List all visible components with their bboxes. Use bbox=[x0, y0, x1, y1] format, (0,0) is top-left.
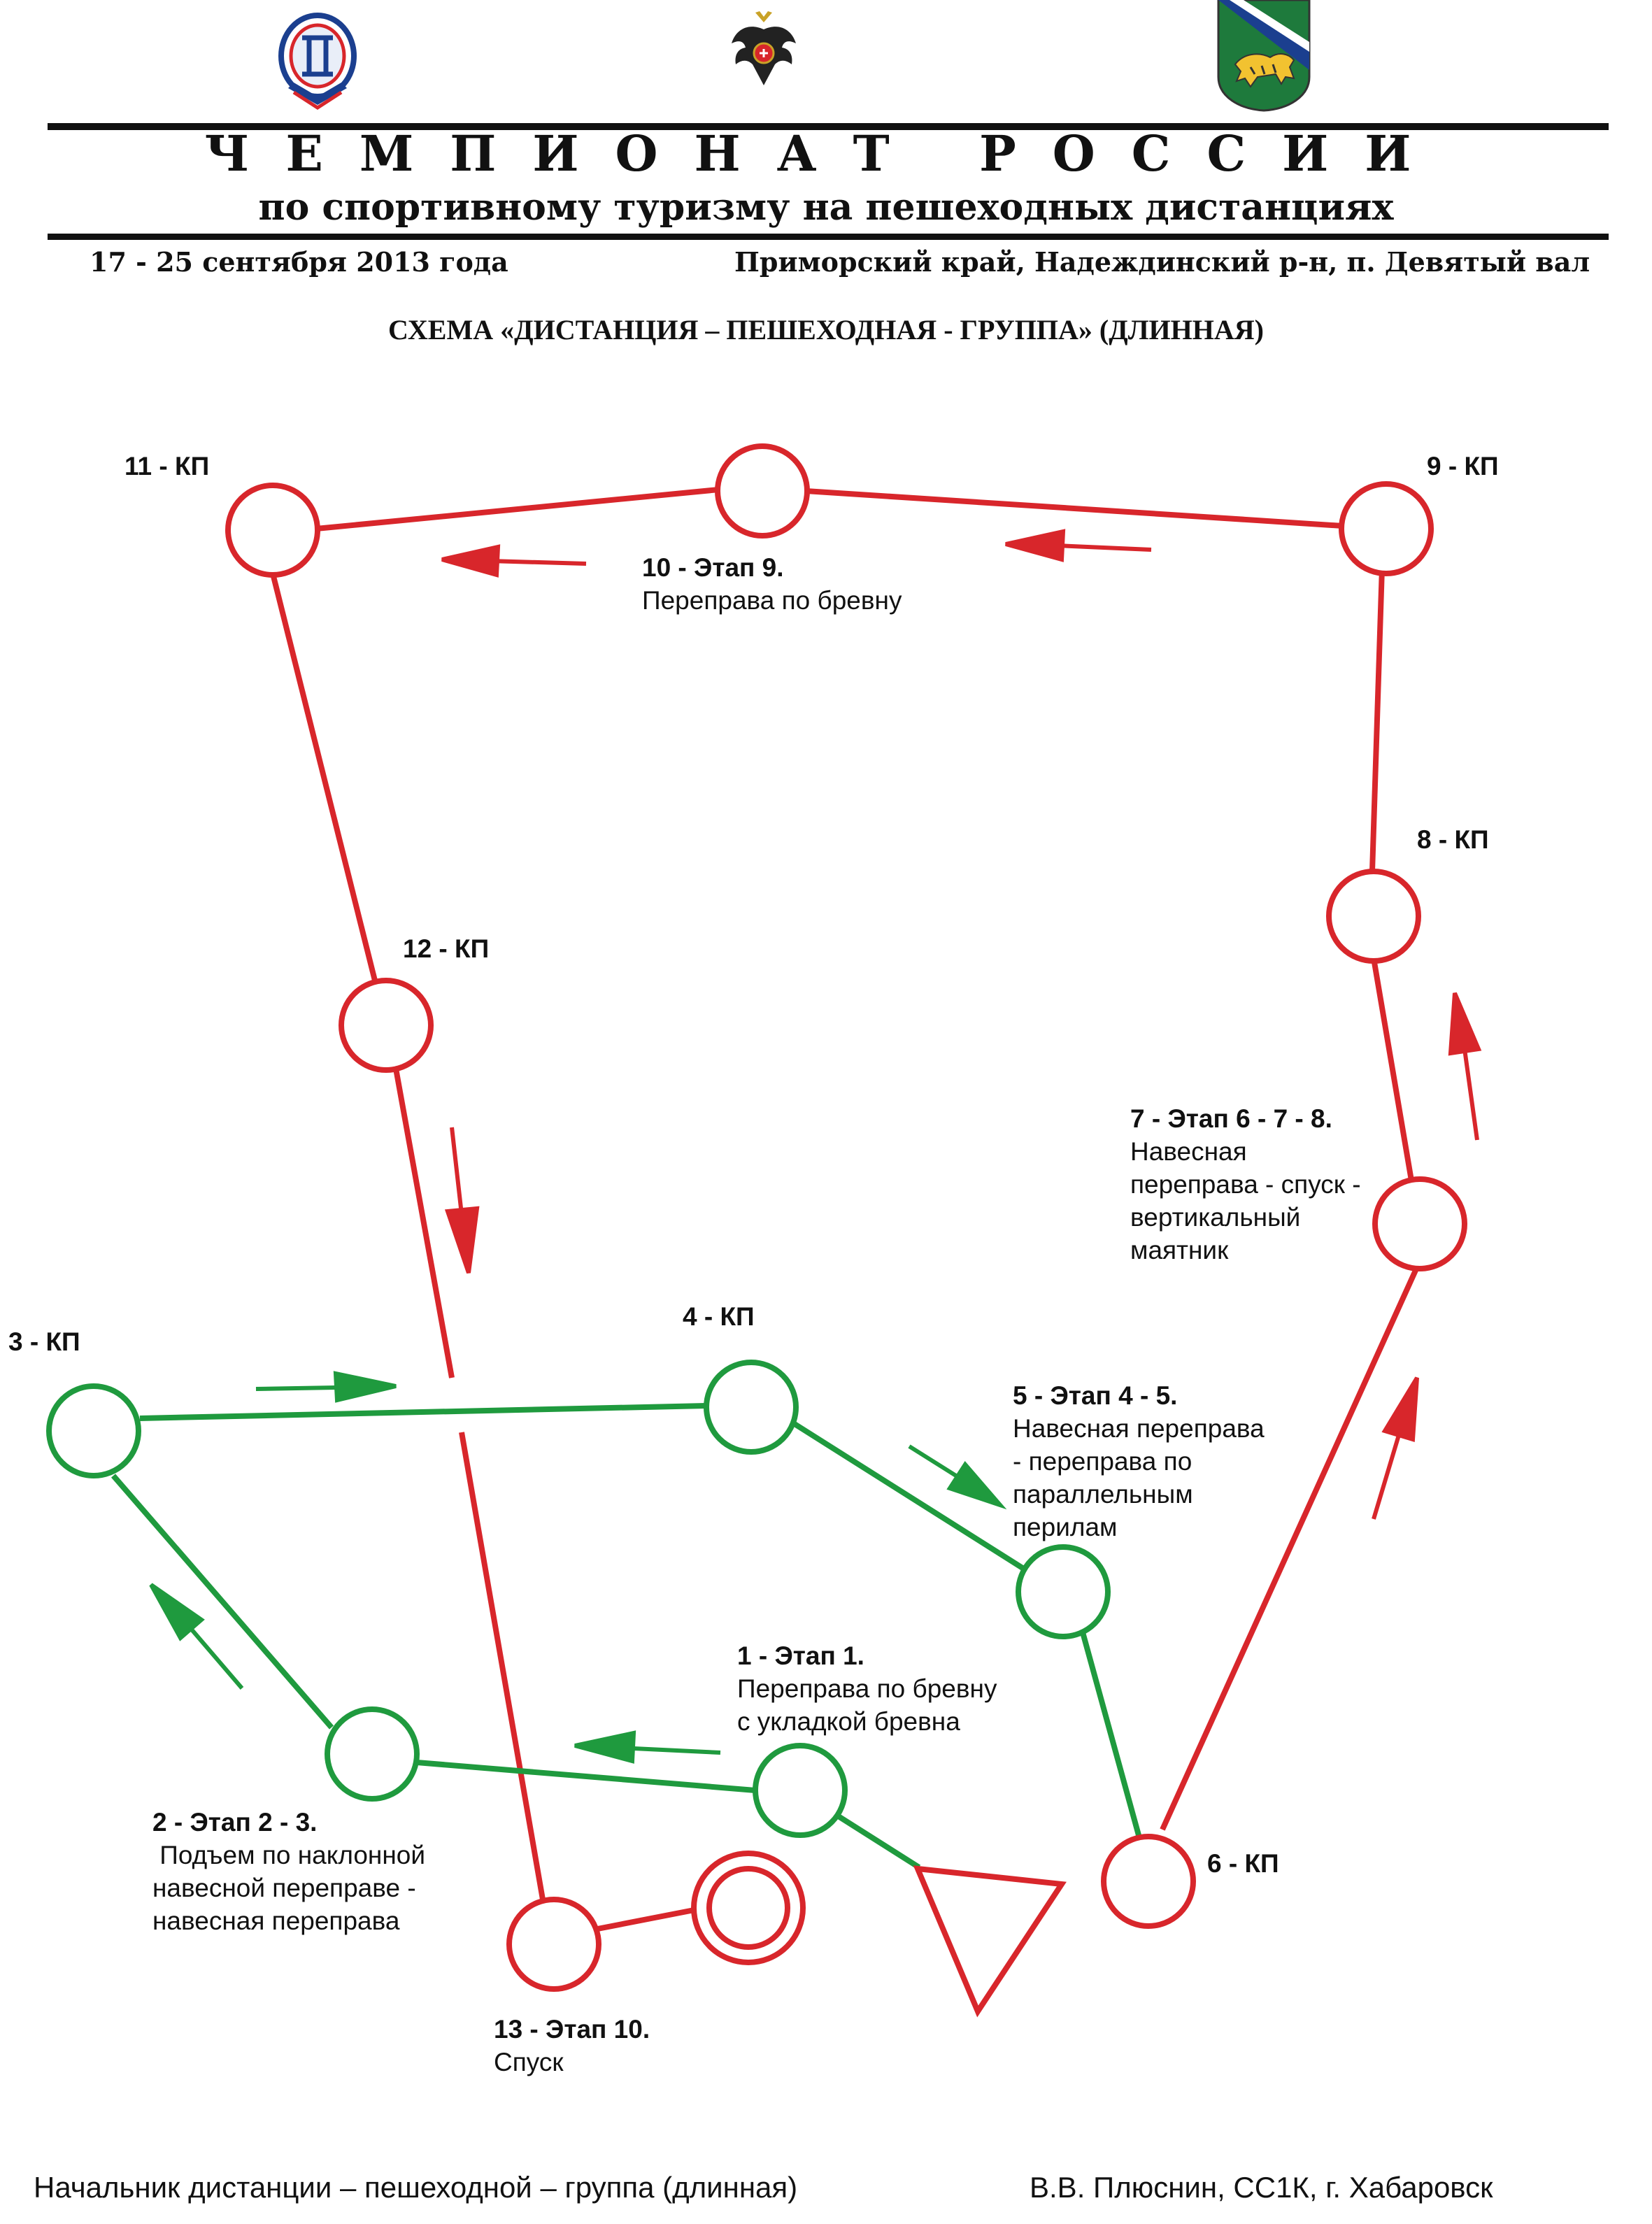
route-segment-cross-13 bbox=[459, 1432, 546, 1900]
control-point-9 bbox=[1339, 481, 1434, 576]
control-point-2 bbox=[325, 1706, 420, 1802]
label-kp11: 11 - КП bbox=[124, 452, 210, 480]
arrow-6-to-7-icon bbox=[1372, 1376, 1419, 1520]
label-stage7: 7 - Этап 6 - 7 - 8. Навесная переправа -… bbox=[1130, 1102, 1361, 1267]
sports-tourism-federation-emblem-icon bbox=[278, 13, 357, 110]
route-segment-8-7 bbox=[1371, 957, 1414, 1181]
label-kp3: 3 - КП bbox=[8, 1327, 80, 1356]
finish-inner-ring bbox=[706, 1866, 790, 1950]
championship-title: ЧЕМПИОНАТ РОССИИ bbox=[204, 124, 1448, 183]
stage10-title: 10 - Этап 9. bbox=[642, 553, 784, 582]
route-segment-2-1 bbox=[416, 1760, 756, 1793]
label-kp12: 12 - КП bbox=[403, 934, 490, 963]
championship-subtitle: по спортивному туризму на пешеходных дис… bbox=[258, 186, 1394, 229]
stage2-title: 2 - Этап 2 - 3. bbox=[152, 1808, 318, 1837]
control-point-13 bbox=[506, 1897, 601, 1992]
stage2-line-3: навесная переправа bbox=[152, 1906, 400, 1935]
stage5-title: 5 - Этап 4 - 5. bbox=[1013, 1381, 1178, 1410]
stage1-line-2: с укладкой бревна bbox=[737, 1707, 960, 1736]
label-kp9: 9 - КП bbox=[1427, 452, 1499, 480]
stage5-line-2: - переправа по bbox=[1013, 1447, 1192, 1476]
control-point-3 bbox=[46, 1383, 141, 1478]
stage5-line-4: перилам bbox=[1013, 1513, 1118, 1541]
route-segment-1-start bbox=[833, 1811, 921, 1870]
label-kp4: 4 - КП bbox=[683, 1302, 755, 1331]
route-segment-4-5 bbox=[792, 1421, 1025, 1571]
label-kp6: 6 - КП bbox=[1207, 1849, 1279, 1878]
footer-distance-head: Начальник дистанции – пешеходной – групп… bbox=[34, 2171, 798, 2204]
stage7-line-1: Навесная bbox=[1130, 1137, 1247, 1166]
stage2-line-1: Подъем по наклонной bbox=[152, 1841, 426, 1869]
stage7-line-3: вертикальный bbox=[1130, 1203, 1301, 1232]
red-route-lines bbox=[270, 487, 1420, 1933]
footer-signature: В.В. Плюснин, СС1К, г. Хабаровск bbox=[1030, 2171, 1493, 2204]
route-segment-11-10 bbox=[315, 487, 720, 532]
arrow-12-down-icon bbox=[444, 1127, 480, 1274]
stage2-line-2: навесной переправе - bbox=[152, 1874, 416, 1902]
arrow-7-to-8-icon bbox=[1448, 992, 1482, 1141]
stage13-title: 13 - Этап 10. bbox=[494, 2015, 650, 2044]
route-diagram bbox=[46, 443, 1482, 2018]
green-route-lines bbox=[111, 1403, 1141, 1870]
header-rule-top bbox=[48, 123, 1609, 130]
stage7-line-2: переправа - спуск - bbox=[1130, 1170, 1361, 1199]
stage7-title: 7 - Этап 6 - 7 - 8. bbox=[1130, 1104, 1332, 1133]
route-segment-10-9 bbox=[805, 488, 1344, 529]
route-segment-12-cross bbox=[393, 1068, 455, 1378]
stage13-line-1: Спуск bbox=[494, 2048, 564, 2076]
red-control-points bbox=[225, 443, 1467, 1992]
russian-double-eagle-emblem-icon bbox=[732, 11, 796, 85]
label-stage13: 13 - Этап 10. Спуск bbox=[494, 2013, 650, 2079]
stage10-line-1: Переправа по бревну bbox=[642, 586, 902, 615]
event-place: Приморский край, Надеждинский р-н, п. Де… bbox=[734, 246, 1590, 278]
route-segment-3-2 bbox=[111, 1474, 334, 1730]
route-segment-3-4 bbox=[139, 1403, 707, 1421]
route-segment-7-6 bbox=[1160, 1266, 1420, 1831]
control-point-1 bbox=[753, 1743, 848, 1838]
start-triangle-icon bbox=[913, 1865, 1067, 2018]
route-segment-11-12 bbox=[270, 573, 378, 981]
arrow-4-to-5-icon bbox=[908, 1444, 1007, 1510]
control-point-11 bbox=[225, 483, 320, 578]
label-kp8: 8 - КП bbox=[1417, 825, 1489, 854]
route-segment-9-8 bbox=[1369, 567, 1385, 872]
scheme-title: СХЕМА «ДИСТАНЦИЯ – ПЕШЕХОДНАЯ - ГРУППА» … bbox=[388, 314, 1264, 345]
red-direction-arrows bbox=[441, 529, 1482, 1520]
label-stage1: 1 - Этап 1. Переправа по бревну с укладк… bbox=[737, 1639, 997, 1738]
stage5-line-1: Навесная переправа bbox=[1013, 1414, 1265, 1443]
stage1-title: 1 - Этап 1. bbox=[737, 1641, 864, 1670]
label-stage10: 10 - Этап 9. Переправа по бревну bbox=[642, 551, 902, 617]
label-stage2: 2 - Этап 2 - 3. Подъем по наклонной наве… bbox=[152, 1806, 425, 1937]
control-point-6 bbox=[1101, 1834, 1196, 1929]
stage1-line-1: Переправа по бревну bbox=[737, 1674, 997, 1703]
control-point-5 bbox=[1016, 1544, 1111, 1639]
route-segment-13-finish bbox=[590, 1905, 706, 1933]
arrow-10-to-11-icon bbox=[441, 544, 587, 578]
green-control-points bbox=[46, 1360, 1111, 1838]
control-point-8 bbox=[1326, 869, 1421, 964]
label-stage5: 5 - Этап 4 - 5. Навесная переправа - пер… bbox=[1013, 1379, 1265, 1544]
header-rule-bottom bbox=[48, 234, 1609, 240]
control-point-4 bbox=[704, 1360, 799, 1455]
arrow-9-to-10-icon bbox=[1005, 529, 1152, 562]
control-point-10 bbox=[715, 443, 810, 539]
primorsky-krai-coat-of-arms-icon bbox=[1217, 0, 1311, 112]
stage7-line-4: маятник bbox=[1130, 1236, 1229, 1264]
arrow-1-to-2-icon bbox=[574, 1730, 721, 1764]
control-point-12 bbox=[339, 978, 434, 1073]
control-point-7 bbox=[1372, 1176, 1467, 1271]
event-dates: 17 - 25 сентября 2013 года bbox=[90, 246, 508, 278]
arrow-3-to-4-icon bbox=[255, 1371, 397, 1403]
stage5-line-3: параллельным bbox=[1013, 1480, 1193, 1509]
route-segment-5-6 bbox=[1080, 1631, 1141, 1837]
green-direction-arrows bbox=[149, 1371, 1007, 1764]
arrow-2-to-3-icon bbox=[149, 1583, 244, 1690]
